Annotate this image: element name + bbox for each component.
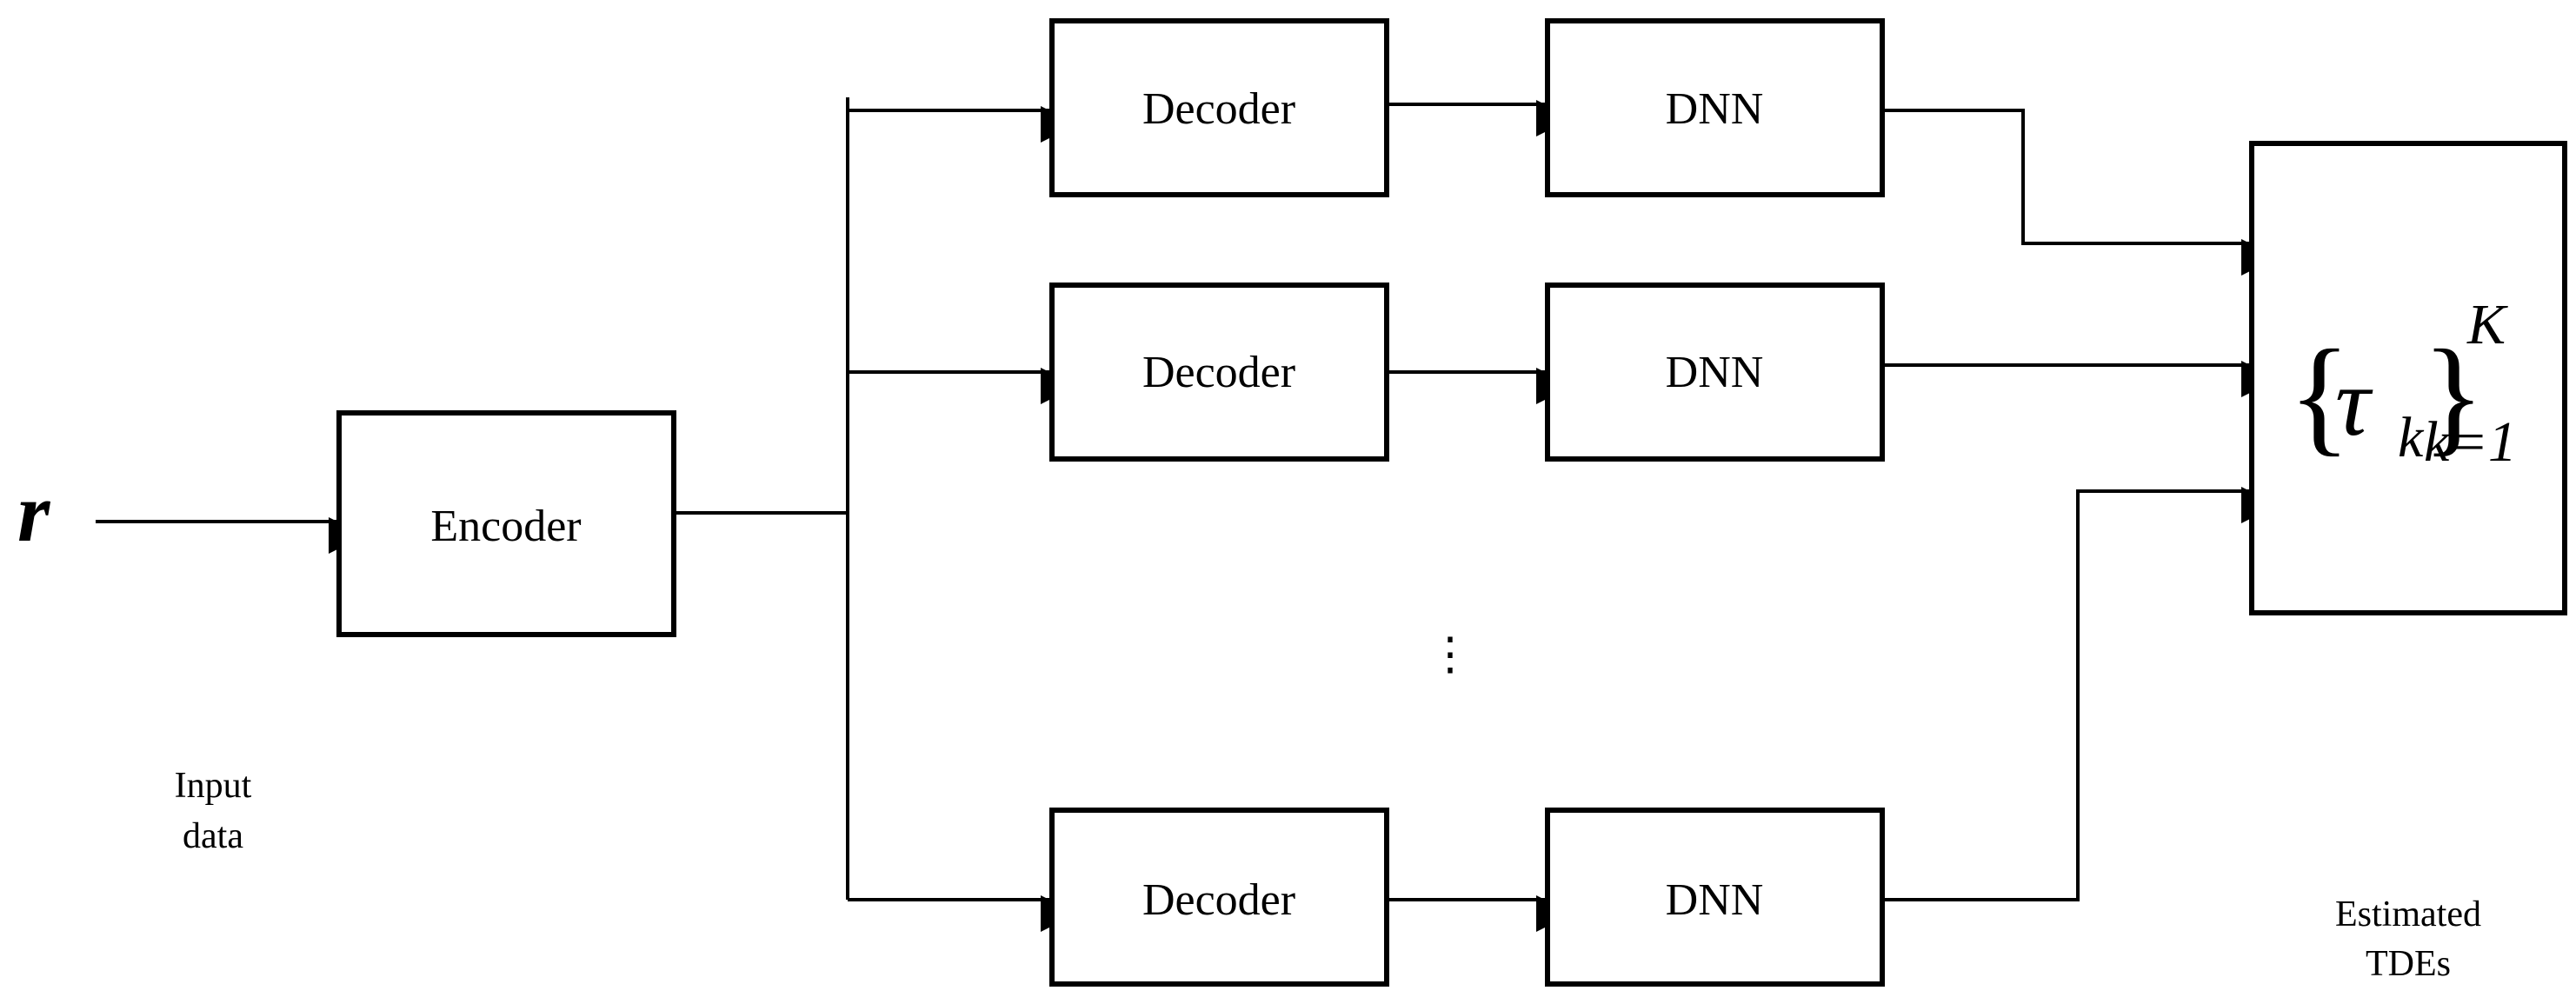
decoder-box-2 [1049,283,1389,462]
encoder-box [336,410,676,637]
dnn-label-1: DNN [1666,84,1764,134]
decoder-box-3 [1049,808,1389,987]
output-brace-open: { [2288,323,2351,468]
input-caption-line1: Input [175,766,252,806]
encoder-label: Encoder [430,502,581,551]
dnn-label-3: DNN [1666,875,1764,925]
output-brace-close: } [2422,323,2485,468]
decoder-label-2: Decoder [1142,348,1295,397]
decoder-box-1 [1049,18,1389,197]
dnn-label-2: DNN [1666,348,1764,397]
output-tau-subscript: k [2398,406,2425,469]
dnn-box-1 [1545,18,1885,197]
dnn-3-to-output-arrow [1882,487,2278,901]
dnn-box-3 [1545,808,1885,987]
dnn-1-to-output-arrow [1882,109,2278,276]
dnn-box-2 [1545,283,1885,462]
input-caption-line2: data [183,816,243,856]
ellipsis-dots: ⋮ [1428,630,1473,680]
decoder-label-3: Decoder [1142,875,1295,925]
decoder-label-1: Decoder [1142,84,1295,134]
output-tau-symbol: τ [2335,349,2373,456]
output-superscript-K: K [2466,293,2508,356]
output-caption-line2: TDEs [2366,944,2451,984]
output-lower-index: k=1 [2424,410,2517,474]
output-box [2249,141,2567,615]
output-caption-line1: Estimated [2335,894,2481,934]
input-symbol: r [17,466,51,559]
